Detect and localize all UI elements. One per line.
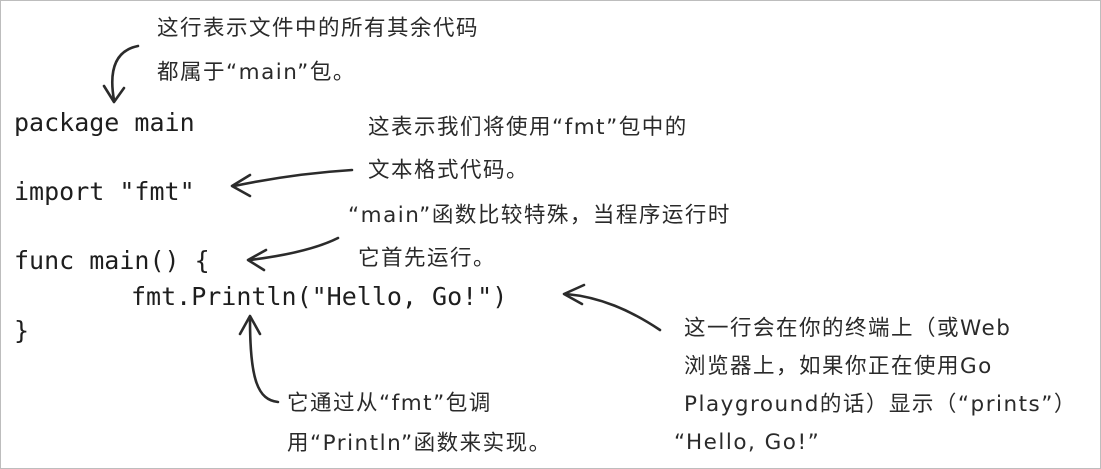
annotation-output-line2: 浏览器上，如果你正在使用Go xyxy=(684,354,993,379)
annotation-package-line2: 都属于“main”包。 xyxy=(157,60,356,85)
code-line-println: fmt.Println("Hello, Go!") xyxy=(131,282,508,311)
code-line-close-brace: } xyxy=(14,316,30,345)
code-line-import: import "fmt" xyxy=(14,177,195,206)
annotation-println-line1: 它通过从“fmt”包调 xyxy=(287,391,492,416)
annotation-main-line1: “main”函数比较特殊，当程序运行时 xyxy=(348,203,731,228)
code-line-func: func main() { xyxy=(14,246,210,275)
annotation-package-line1: 这行表示文件中的所有其余代码 xyxy=(157,16,480,41)
annotation-output-line4: “Hello, Go!” xyxy=(674,430,821,455)
annotation-import-line1: 这表示我们将使用“fmt”包中的 xyxy=(368,115,688,140)
annotation-output-line1: 这一行会在你的终端上（或Web xyxy=(684,316,1012,341)
annotation-println-line2: 用“Println”函数来实现。 xyxy=(287,431,552,456)
code-line-package: package main xyxy=(14,108,195,137)
annotation-output-line3: Playground的话）显示（“prints”） xyxy=(684,392,1077,417)
annotation-main-line2: 它首先运行。 xyxy=(358,246,497,271)
annotation-import-line2: 文本格式代码。 xyxy=(368,158,530,183)
